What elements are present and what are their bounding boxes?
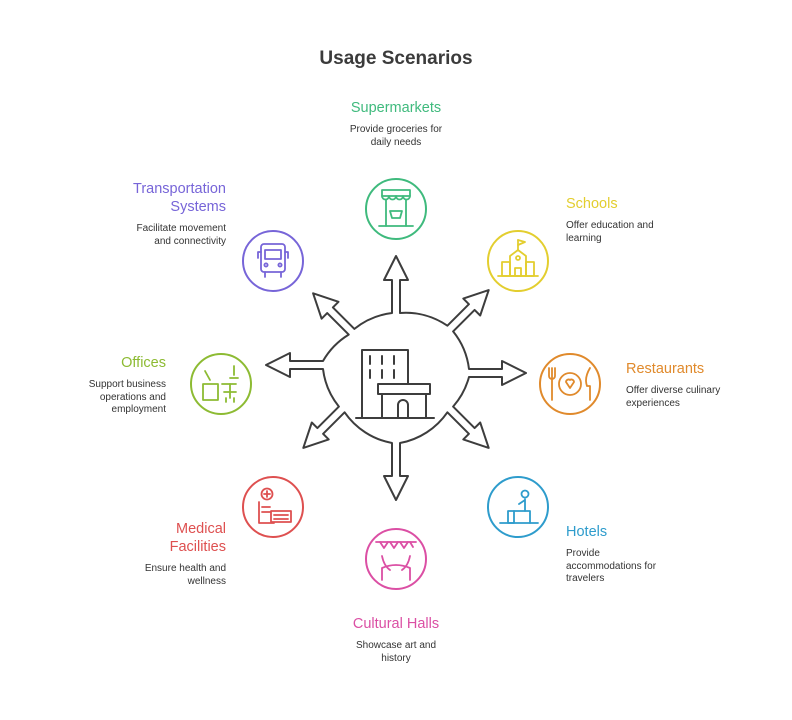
supermarkets-circle bbox=[365, 178, 427, 240]
scenario-name: Hotels bbox=[566, 524, 608, 540]
scenario-name: Schools bbox=[566, 196, 618, 212]
market-stall-icon bbox=[378, 189, 414, 227]
scenario-desc: Provide groceries for daily needs bbox=[349, 124, 443, 148]
scenario-name: Cultural Halls bbox=[352, 616, 440, 632]
scenario-desc: Support business operations and employme… bbox=[88, 379, 166, 415]
medical-facilities-circle bbox=[242, 476, 304, 538]
label-cultural-halls: Cultural Halls Showcase art and history bbox=[296, 615, 496, 665]
scenario-desc: Provide accommodations for travelers bbox=[566, 548, 657, 584]
label-offices: Offices Support business operations and … bbox=[6, 354, 166, 417]
label-transportation-systems: Transportation Systems Facilitate moveme… bbox=[66, 180, 226, 248]
city-buildings-icon bbox=[355, 349, 435, 419]
bus-icon bbox=[257, 243, 289, 278]
scenario-desc: Ensure health and wellness bbox=[144, 563, 226, 587]
hotels-circle bbox=[487, 476, 549, 538]
label-hotels: Hotels Provide accommodations for travel… bbox=[566, 523, 726, 586]
scenario-desc: Showcase art and history bbox=[355, 640, 437, 664]
hub-arrows bbox=[265, 255, 527, 501]
label-supermarkets: Supermarkets Provide groceries for daily… bbox=[296, 99, 496, 149]
scenario-name: Offices bbox=[121, 355, 166, 371]
transportation-systems-circle bbox=[242, 230, 304, 292]
label-medical-facilities: Medical Facilities Ensure health and wel… bbox=[66, 520, 226, 588]
label-schools: Schools Offer education and learning bbox=[566, 195, 726, 245]
label-restaurants: Restaurants Offer diverse culinary exper… bbox=[626, 360, 786, 410]
scenario-name: Supermarkets bbox=[350, 100, 442, 116]
hotel-reception-icon bbox=[499, 489, 539, 524]
offices-circle bbox=[190, 353, 252, 415]
scenario-name: Transportation Systems bbox=[133, 181, 226, 215]
scenario-desc: Offer diverse culinary experiences bbox=[626, 385, 721, 409]
scenario-desc: Offer education and learning bbox=[566, 220, 654, 244]
scenario-desc: Facilitate movement and connectivity bbox=[136, 223, 226, 247]
scenario-name: Medical Facilities bbox=[169, 521, 226, 555]
office-desk-icon bbox=[202, 365, 239, 403]
cultural-halls-circle bbox=[365, 528, 427, 590]
page-title: Usage Scenarios bbox=[319, 48, 473, 69]
plate-cutlery-icon bbox=[548, 367, 591, 401]
medical-clipboard-icon bbox=[258, 487, 292, 524]
restaurants-circle bbox=[539, 353, 601, 415]
scenario-name: Restaurants bbox=[626, 361, 705, 377]
school-building-icon bbox=[497, 239, 539, 277]
stage-curtain-icon bbox=[375, 541, 417, 581]
